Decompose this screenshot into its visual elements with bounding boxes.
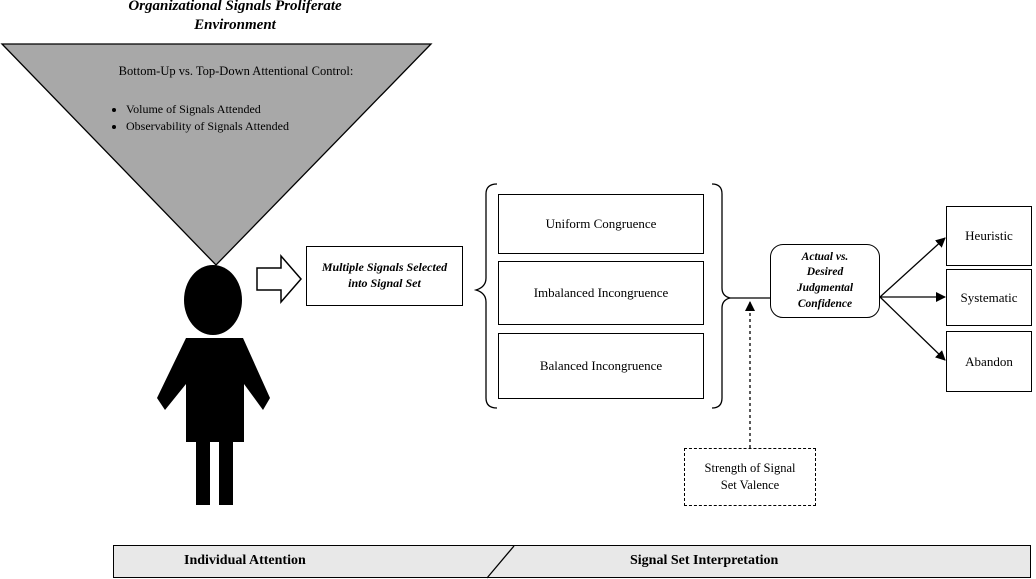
confidence-line-3: Judgmental bbox=[796, 282, 854, 294]
block-arrow bbox=[256, 253, 302, 305]
footer-signal-set-interpretation: Signal Set Interpretation bbox=[630, 553, 779, 568]
uniform-congruence-box: Uniform Congruence bbox=[498, 194, 704, 254]
footer-individual-attention: Individual Attention bbox=[184, 553, 306, 568]
footer-divider bbox=[486, 546, 515, 579]
attention-heading: Bottom-Up vs. Top-Down Attentional Contr… bbox=[118, 64, 354, 78]
attention-list: Volume of Signals Attended Observability… bbox=[108, 101, 289, 135]
multiple-signals-box: Multiple Signals Selected into Signal Se… bbox=[306, 246, 463, 306]
confidence-line-4: Confidence bbox=[797, 297, 853, 310]
title-line-1: Organizational Signals Proliferate bbox=[128, 0, 342, 14]
title-line-2: Environment bbox=[194, 16, 276, 33]
strength-line-1: Strength of Signal bbox=[704, 461, 796, 476]
attention-funnel bbox=[0, 43, 433, 266]
confidence-line-1: Actual vs. bbox=[801, 250, 849, 263]
multiple-signals-line-1: Multiple Signals Selected bbox=[321, 260, 448, 275]
attention-item-volume: Volume of Signals Attended bbox=[126, 101, 289, 118]
person-icon bbox=[157, 265, 270, 505]
left-brace bbox=[473, 183, 498, 409]
judgmental-confidence-box: Actual vs. Desired Judgmental Confidence bbox=[770, 244, 880, 318]
right-brace bbox=[711, 183, 731, 409]
balanced-incongruence-box: Balanced Incongruence bbox=[498, 333, 704, 399]
heuristic-box: Heuristic bbox=[946, 206, 1032, 266]
signal-valence-box: Strength of Signal Set Valence bbox=[684, 448, 816, 506]
multiple-signals-line-2: into Signal Set bbox=[348, 276, 421, 290]
imbalanced-incongruence-box: Imbalanced Incongruence bbox=[498, 261, 704, 325]
attention-item-observability: Observability of Signals Attended bbox=[126, 118, 289, 135]
systematic-box: Systematic bbox=[946, 269, 1032, 326]
strength-line-2: Set Valence bbox=[720, 478, 780, 492]
arrow-to-abandon bbox=[879, 296, 946, 361]
confidence-line-2: Desired bbox=[806, 266, 844, 279]
arrow-to-heuristic bbox=[879, 237, 946, 298]
stage-footer-bar: Individual Attention Signal Set Interpre… bbox=[113, 545, 1031, 579]
diagram-title: Organizational Signals Proliferate Envir… bbox=[60, 0, 410, 35]
abandon-box: Abandon bbox=[946, 331, 1032, 392]
